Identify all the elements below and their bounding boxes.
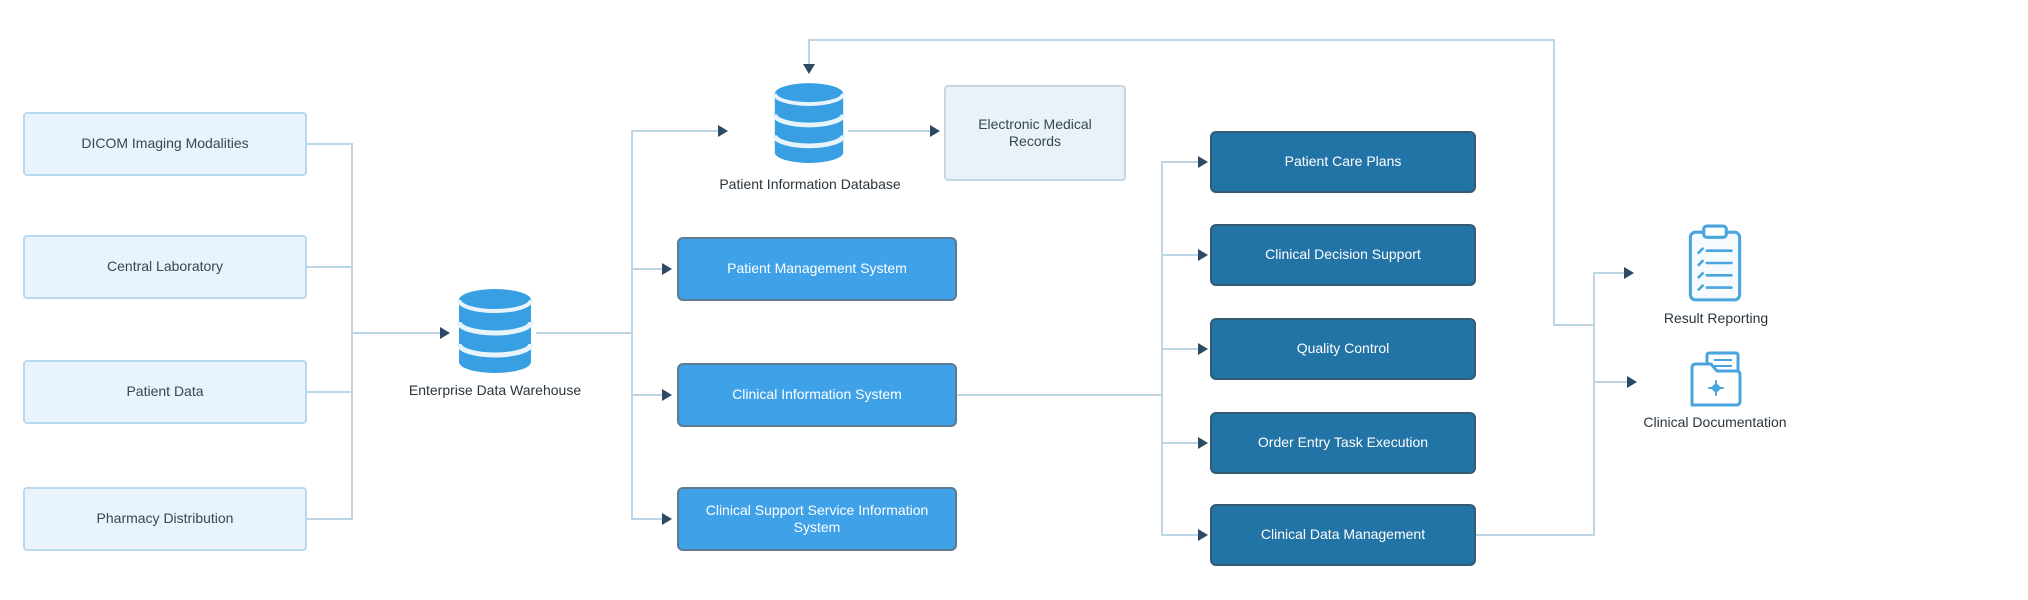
arrowhead-icon bbox=[803, 64, 815, 74]
arrowhead-icon bbox=[930, 125, 940, 137]
node-label: Clinical Data Management bbox=[1260, 526, 1426, 543]
connector-line bbox=[307, 143, 352, 145]
connector-line bbox=[536, 332, 632, 334]
connector-line bbox=[1553, 324, 1595, 326]
arrowhead-icon bbox=[718, 125, 728, 137]
connector-line bbox=[1161, 161, 1198, 163]
connector-line bbox=[1553, 39, 1555, 326]
arrowhead-icon bbox=[1627, 376, 1637, 388]
node-order-entry-task-execution: Order Entry Task Execution bbox=[1210, 412, 1476, 474]
node-label: Quality Control bbox=[1296, 340, 1390, 357]
arrowhead-icon bbox=[1198, 249, 1208, 261]
node-clinical-decision-support: Clinical Decision Support bbox=[1210, 224, 1476, 286]
database-icon bbox=[772, 83, 846, 163]
connector-line bbox=[808, 40, 810, 66]
folder-document-icon bbox=[1690, 351, 1742, 407]
node-label: Order Entry Task Execution bbox=[1257, 434, 1429, 451]
node-label: Patient Management System bbox=[727, 260, 907, 277]
node-clinical-data-management: Clinical Data Management bbox=[1210, 504, 1476, 566]
result-reporting-caption: Result Reporting bbox=[1663, 310, 1769, 326]
patient-db-caption: Patient Information Database bbox=[719, 176, 901, 192]
node-central-laboratory: Central Laboratory bbox=[23, 235, 307, 299]
connector-line bbox=[1161, 442, 1198, 444]
connector-line bbox=[307, 518, 352, 520]
arrowhead-icon bbox=[662, 513, 672, 525]
arrowhead-icon bbox=[1198, 343, 1208, 355]
connector-line bbox=[1161, 348, 1198, 350]
connector-line bbox=[631, 268, 662, 270]
node-label: Patient Data bbox=[126, 383, 204, 400]
node-clinical-information-system: Clinical Information System bbox=[677, 363, 957, 427]
node-label: Patient Care Plans bbox=[1284, 153, 1402, 170]
connector-line bbox=[808, 39, 1553, 41]
node-clinical-support-service-information-system: Clinical Support Service Information Sys… bbox=[677, 487, 957, 551]
arrowhead-icon bbox=[662, 389, 672, 401]
connector-line bbox=[351, 143, 353, 520]
node-electronic-medical-records: Electronic Medical Records bbox=[944, 85, 1126, 181]
connector-line bbox=[1593, 381, 1627, 383]
connector-line bbox=[631, 130, 633, 520]
connector-line bbox=[1161, 254, 1198, 256]
connector-line bbox=[351, 332, 440, 334]
node-label: Clinical Support Service Information Sys… bbox=[705, 501, 929, 536]
clipboard-report-icon bbox=[1688, 224, 1742, 302]
connector-line bbox=[631, 518, 662, 520]
node-label: Central Laboratory bbox=[107, 258, 223, 275]
connector-line bbox=[307, 391, 352, 393]
node-label: Clinical Information System bbox=[732, 386, 902, 403]
arrowhead-icon bbox=[662, 263, 672, 275]
node-label: Pharmacy Distribution bbox=[96, 510, 234, 527]
connector-line bbox=[631, 394, 662, 396]
arrowhead-icon bbox=[440, 327, 450, 339]
connector-line bbox=[1161, 534, 1198, 536]
node-patient-data: Patient Data bbox=[23, 360, 307, 424]
connector-line bbox=[957, 394, 1162, 396]
node-dicom-imaging-modalities: DICOM Imaging Modalities bbox=[23, 112, 307, 176]
arrowhead-icon bbox=[1198, 156, 1208, 168]
connector-line bbox=[848, 130, 930, 132]
node-pharmacy-distribution: Pharmacy Distribution bbox=[23, 487, 307, 551]
node-label: Electronic Medical Records bbox=[978, 115, 1092, 150]
arrowhead-icon bbox=[1624, 267, 1634, 279]
warehouse-caption: Enterprise Data Warehouse bbox=[408, 382, 582, 398]
arrowhead-icon bbox=[1198, 529, 1208, 541]
database-icon bbox=[456, 289, 534, 373]
connector-line bbox=[307, 266, 352, 268]
connector-line bbox=[1476, 534, 1595, 536]
node-label: Clinical Decision Support bbox=[1265, 246, 1421, 263]
node-label: DICOM Imaging Modalities bbox=[81, 135, 249, 152]
node-quality-control: Quality Control bbox=[1210, 318, 1476, 380]
node-patient-management-system: Patient Management System bbox=[677, 237, 957, 301]
clinical-documentation-caption: Clinical Documentation bbox=[1643, 414, 1787, 430]
node-patient-care-plans: Patient Care Plans bbox=[1210, 131, 1476, 193]
arrowhead-icon bbox=[1198, 437, 1208, 449]
connector-line bbox=[631, 130, 718, 132]
connector-line bbox=[1593, 272, 1595, 536]
connector-line bbox=[1593, 272, 1624, 274]
